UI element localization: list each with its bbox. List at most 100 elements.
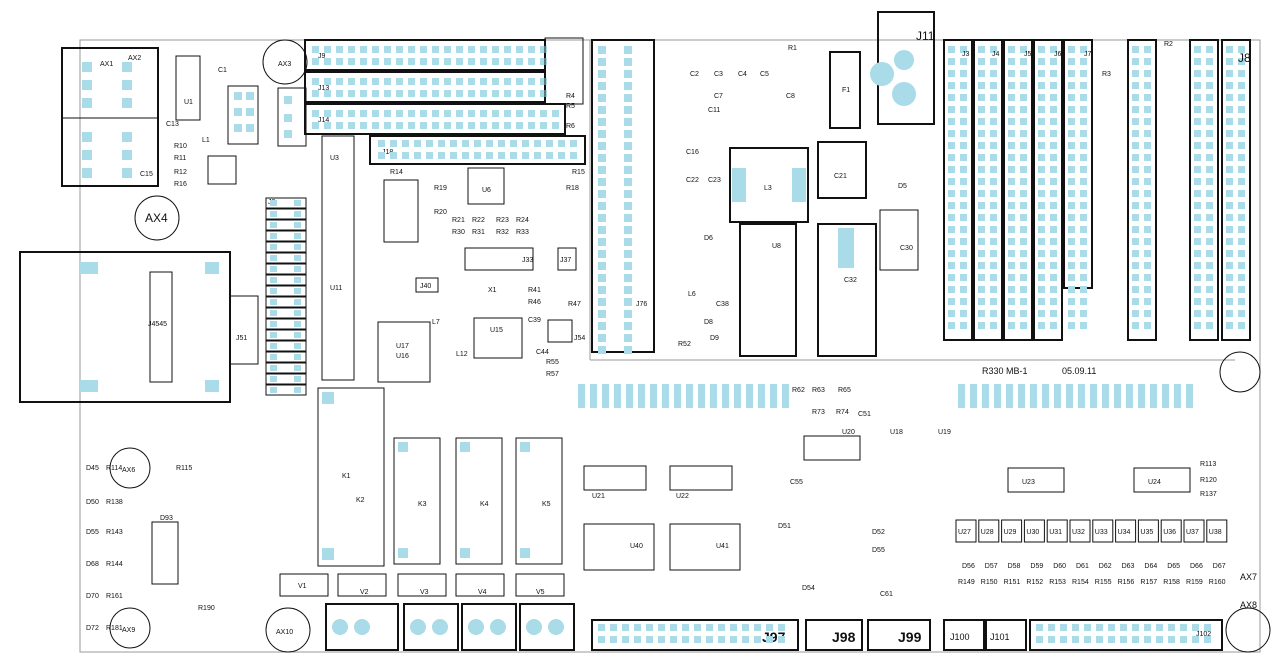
pad (978, 190, 985, 197)
pad (1226, 178, 1233, 185)
inductor-l3 (729, 147, 809, 223)
pad (1194, 82, 1201, 89)
pad (990, 130, 997, 137)
pad (624, 190, 632, 198)
label-ax10: AX10 (276, 629, 293, 636)
pad (622, 624, 629, 631)
pad (1132, 226, 1139, 233)
pad (270, 376, 277, 382)
chip-u29 (1001, 519, 1023, 543)
pad (336, 78, 343, 85)
label-d70: D70 (86, 593, 99, 600)
label-j7: J7 (1084, 51, 1092, 58)
pad (324, 58, 331, 65)
pad (372, 46, 379, 53)
pad (1038, 238, 1045, 245)
pad (1226, 274, 1233, 281)
pad (1008, 166, 1015, 173)
label-r47: R47 (568, 301, 581, 308)
pad (324, 122, 331, 129)
label-d61: D61 (1076, 563, 1089, 570)
pad (1132, 624, 1139, 631)
pad (742, 624, 749, 631)
label-d68: D68 (86, 561, 99, 568)
pad (360, 122, 367, 129)
pad (270, 200, 277, 206)
pad (312, 122, 319, 129)
connector-j40 (415, 277, 439, 293)
label-l7: L7 (432, 319, 440, 326)
header-column (1003, 39, 1033, 341)
diode (1006, 384, 1013, 408)
regulator-l10 (817, 223, 877, 357)
label-d93: D93 (160, 515, 173, 522)
label-c32: C32 (844, 277, 857, 284)
pad (598, 82, 606, 90)
label-r161: R161 (106, 593, 123, 600)
pad (718, 624, 725, 631)
pad (1008, 106, 1015, 113)
pad (456, 58, 463, 65)
label-v1: V1 (298, 583, 307, 590)
pad (1020, 226, 1027, 233)
pad (960, 214, 967, 221)
header-column (1189, 39, 1219, 341)
pad (1194, 238, 1201, 245)
pad (1068, 238, 1075, 245)
pad (432, 58, 439, 65)
header-j13 (304, 71, 546, 103)
label-ax6: AX6 (122, 467, 135, 474)
pad (598, 250, 606, 258)
diode (1102, 384, 1109, 408)
pad (1194, 262, 1201, 269)
pad (1238, 298, 1245, 305)
pad (1238, 262, 1245, 269)
pad (1132, 70, 1139, 77)
pad (408, 110, 415, 117)
pad (1238, 250, 1245, 257)
pad (270, 244, 277, 250)
pad (402, 152, 409, 159)
pad (1238, 70, 1245, 77)
pad (1008, 70, 1015, 77)
label-u24: U24 (1148, 479, 1161, 486)
pad (1144, 46, 1151, 53)
pad (1096, 636, 1103, 643)
pad (1144, 190, 1151, 197)
pad (624, 130, 632, 138)
pad (1050, 238, 1057, 245)
pad (1144, 154, 1151, 161)
diode (602, 384, 609, 408)
diode (734, 384, 741, 408)
label-d50: D50 (86, 499, 99, 506)
pad (1204, 624, 1211, 631)
pad (432, 46, 439, 53)
pad (598, 94, 606, 102)
diode (1054, 384, 1061, 408)
pad (1132, 298, 1139, 305)
pad (1144, 238, 1151, 245)
pad (360, 110, 367, 117)
pad (1156, 624, 1163, 631)
label-r15: R15 (572, 169, 585, 176)
pad (1194, 226, 1201, 233)
label-c22: C22 (686, 177, 699, 184)
label-r31: R31 (472, 229, 485, 236)
pad (1132, 58, 1139, 65)
pad (598, 142, 606, 150)
pad (1080, 166, 1087, 173)
label-j4: J4 (992, 51, 1000, 58)
chip-u20 (803, 435, 861, 461)
label-u35: U35 (1140, 529, 1153, 536)
pad (1108, 624, 1115, 631)
pad (948, 70, 955, 77)
pad (462, 140, 469, 147)
pad (1238, 178, 1245, 185)
diode (1150, 384, 1157, 408)
pad (1038, 178, 1045, 185)
pad (270, 365, 277, 371)
pad (948, 274, 955, 281)
pad (1226, 46, 1233, 53)
pad (420, 58, 427, 65)
pad (348, 46, 355, 53)
